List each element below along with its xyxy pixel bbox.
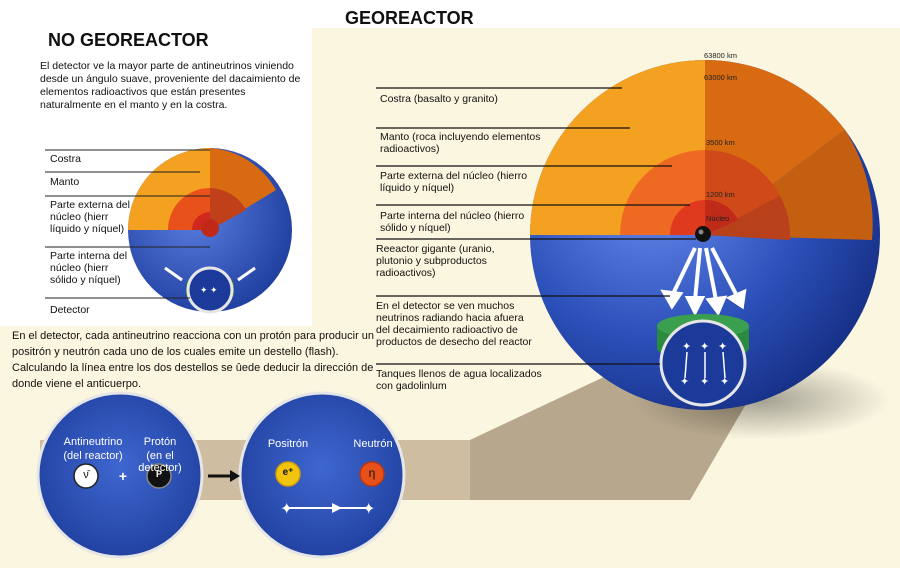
large-reactor-line: radioactivos) [376, 267, 436, 279]
km-label: 63000 km [704, 73, 737, 82]
proton-symbol: P [155, 469, 162, 479]
svg-text:✦: ✦ [362, 499, 375, 518]
large-inner-core-line: sólido y níquel) [380, 222, 451, 234]
large-reactor-line: Reeactor gigante (uranio, [376, 243, 495, 255]
no-geo-desc-line: desde un ángulo suave, proveniente del d… [40, 73, 301, 85]
proton-label: Protón [143, 436, 177, 448]
neutron-label: Neutrón [353, 438, 393, 450]
large-label-outer-core: Parte externa del núcleo (hierro líquido… [380, 170, 527, 194]
svg-text:✦: ✦ [700, 340, 709, 353]
svg-text:✦: ✦ [280, 499, 293, 518]
large-tanks-line: Tanques llenos de agua localizados [376, 368, 542, 380]
km-label: 63800 km [704, 51, 737, 60]
positron-particle [275, 461, 301, 487]
large-outer-core-line: Parte externa del núcleo (hierro [380, 170, 528, 182]
reaction-circle-right [238, 391, 406, 559]
reaction-circle-left [36, 391, 204, 559]
large-label-manto: Manto (roca incluyendo elementos radioac… [380, 131, 541, 155]
explanation-line: donde viene el anticuerpo. [12, 378, 142, 390]
large-detector-line: productos de desecho del reactor [376, 336, 532, 348]
explanation-line: Calculando la línea entre los dos destel… [12, 362, 374, 374]
small-label-detector: Detector [50, 304, 90, 316]
small-outer-core-line: líquido y níquel) [50, 223, 125, 235]
svg-text:✦ ✦: ✦ ✦ [200, 285, 218, 295]
large-outer-core-line: líquido y níquel) [380, 182, 455, 194]
main-title: GEOREACTOR [345, 8, 474, 28]
large-tanks-line: con gadolinlum [376, 380, 447, 392]
large-detector-line: neutrinos radiando hacia afuera [376, 312, 524, 324]
reactor-core [695, 226, 711, 242]
small-label-manto: Manto [50, 176, 80, 188]
small-earth-diagram: ✦ ✦ [45, 148, 292, 314]
plus-sign: + [118, 468, 128, 484]
explanation-line: positrón y neutrón cada uno de los cuale… [12, 346, 339, 358]
large-label-inner-core: Parte interna del núcleo (hierro sólido … [380, 210, 524, 234]
small-inner-core-line: núcleo (hierr [50, 262, 109, 274]
large-detector [659, 319, 747, 407]
large-inner-core-line: Parte interna del núcleo (hierro [380, 210, 525, 222]
small-outer-core-line: núcleo (hierr [50, 211, 109, 223]
large-label-reactor: Reeactor gigante (uranio, plutonio y sub… [376, 243, 495, 279]
small-outer-core-line: Parte externa del [50, 199, 130, 211]
no-geo-desc-line: elementos radioactivos que están present… [40, 86, 246, 98]
km-label: 1200 km [706, 190, 735, 199]
neutron-symbol: η [368, 466, 376, 480]
large-detector-line: del decaimiento radioactivo de [376, 324, 518, 336]
no-georeactor-title: NO GEOREACTOR [48, 30, 209, 50]
no-geo-desc-line: El detector ve la mayor parte de antineu… [40, 60, 294, 72]
svg-text:✦: ✦ [720, 375, 729, 388]
svg-text:✦: ✦ [700, 375, 709, 388]
large-detector-line: En el detector se ven muchos [376, 300, 515, 312]
explanation-line: En el detector, cada antineutrino reacci… [12, 330, 375, 342]
small-detector [186, 266, 234, 314]
svg-text:✦: ✦ [680, 375, 689, 388]
large-earth-inner-core [670, 200, 705, 235]
svg-text:✦: ✦ [718, 340, 727, 353]
antineutrino-sub: (del reactor) [63, 450, 123, 462]
antineutrino-particle [73, 463, 99, 489]
large-label-detector: En el detector se ven muchos neutrinos r… [376, 300, 532, 348]
km-label: Núcleo [706, 214, 730, 223]
small-label-costra: Costra [50, 153, 81, 165]
large-manto-line: Manto (roca incluyendo elementos [380, 131, 541, 143]
proton-sub: (en el detector) [138, 450, 182, 474]
small-inner-core-line: sólido y níquel) [50, 274, 121, 286]
positron-symbol: e⁺ [282, 467, 294, 478]
large-label-tanks: Tanques llenos de agua localizados con g… [376, 368, 542, 392]
svg-text:✦: ✦ [682, 340, 691, 353]
positron-label: Positrón [267, 438, 309, 450]
antineutrino-symbol: ν̄ [83, 469, 89, 481]
no-geo-desc-line: naturalmente en el manto y en la costra. [40, 99, 228, 111]
small-label-outer-core: Parte externa del núcleo (hierr líquido … [50, 199, 130, 235]
antineutrino-label: Antineutrino [63, 436, 123, 448]
neutron-particle [359, 461, 385, 487]
km-label: 3500 km [706, 138, 735, 147]
large-manto-line: radioactivos) [380, 143, 440, 155]
small-inner-core-line: Parte interna del [50, 250, 128, 262]
proton-particle [146, 463, 172, 489]
large-label-costra: Costra (basalto y granito) [380, 93, 498, 105]
small-label-inner-core: Parte interna del núcleo (hierr sólido y… [50, 250, 127, 286]
large-reactor-line: plutonio y subproductos [376, 255, 487, 267]
